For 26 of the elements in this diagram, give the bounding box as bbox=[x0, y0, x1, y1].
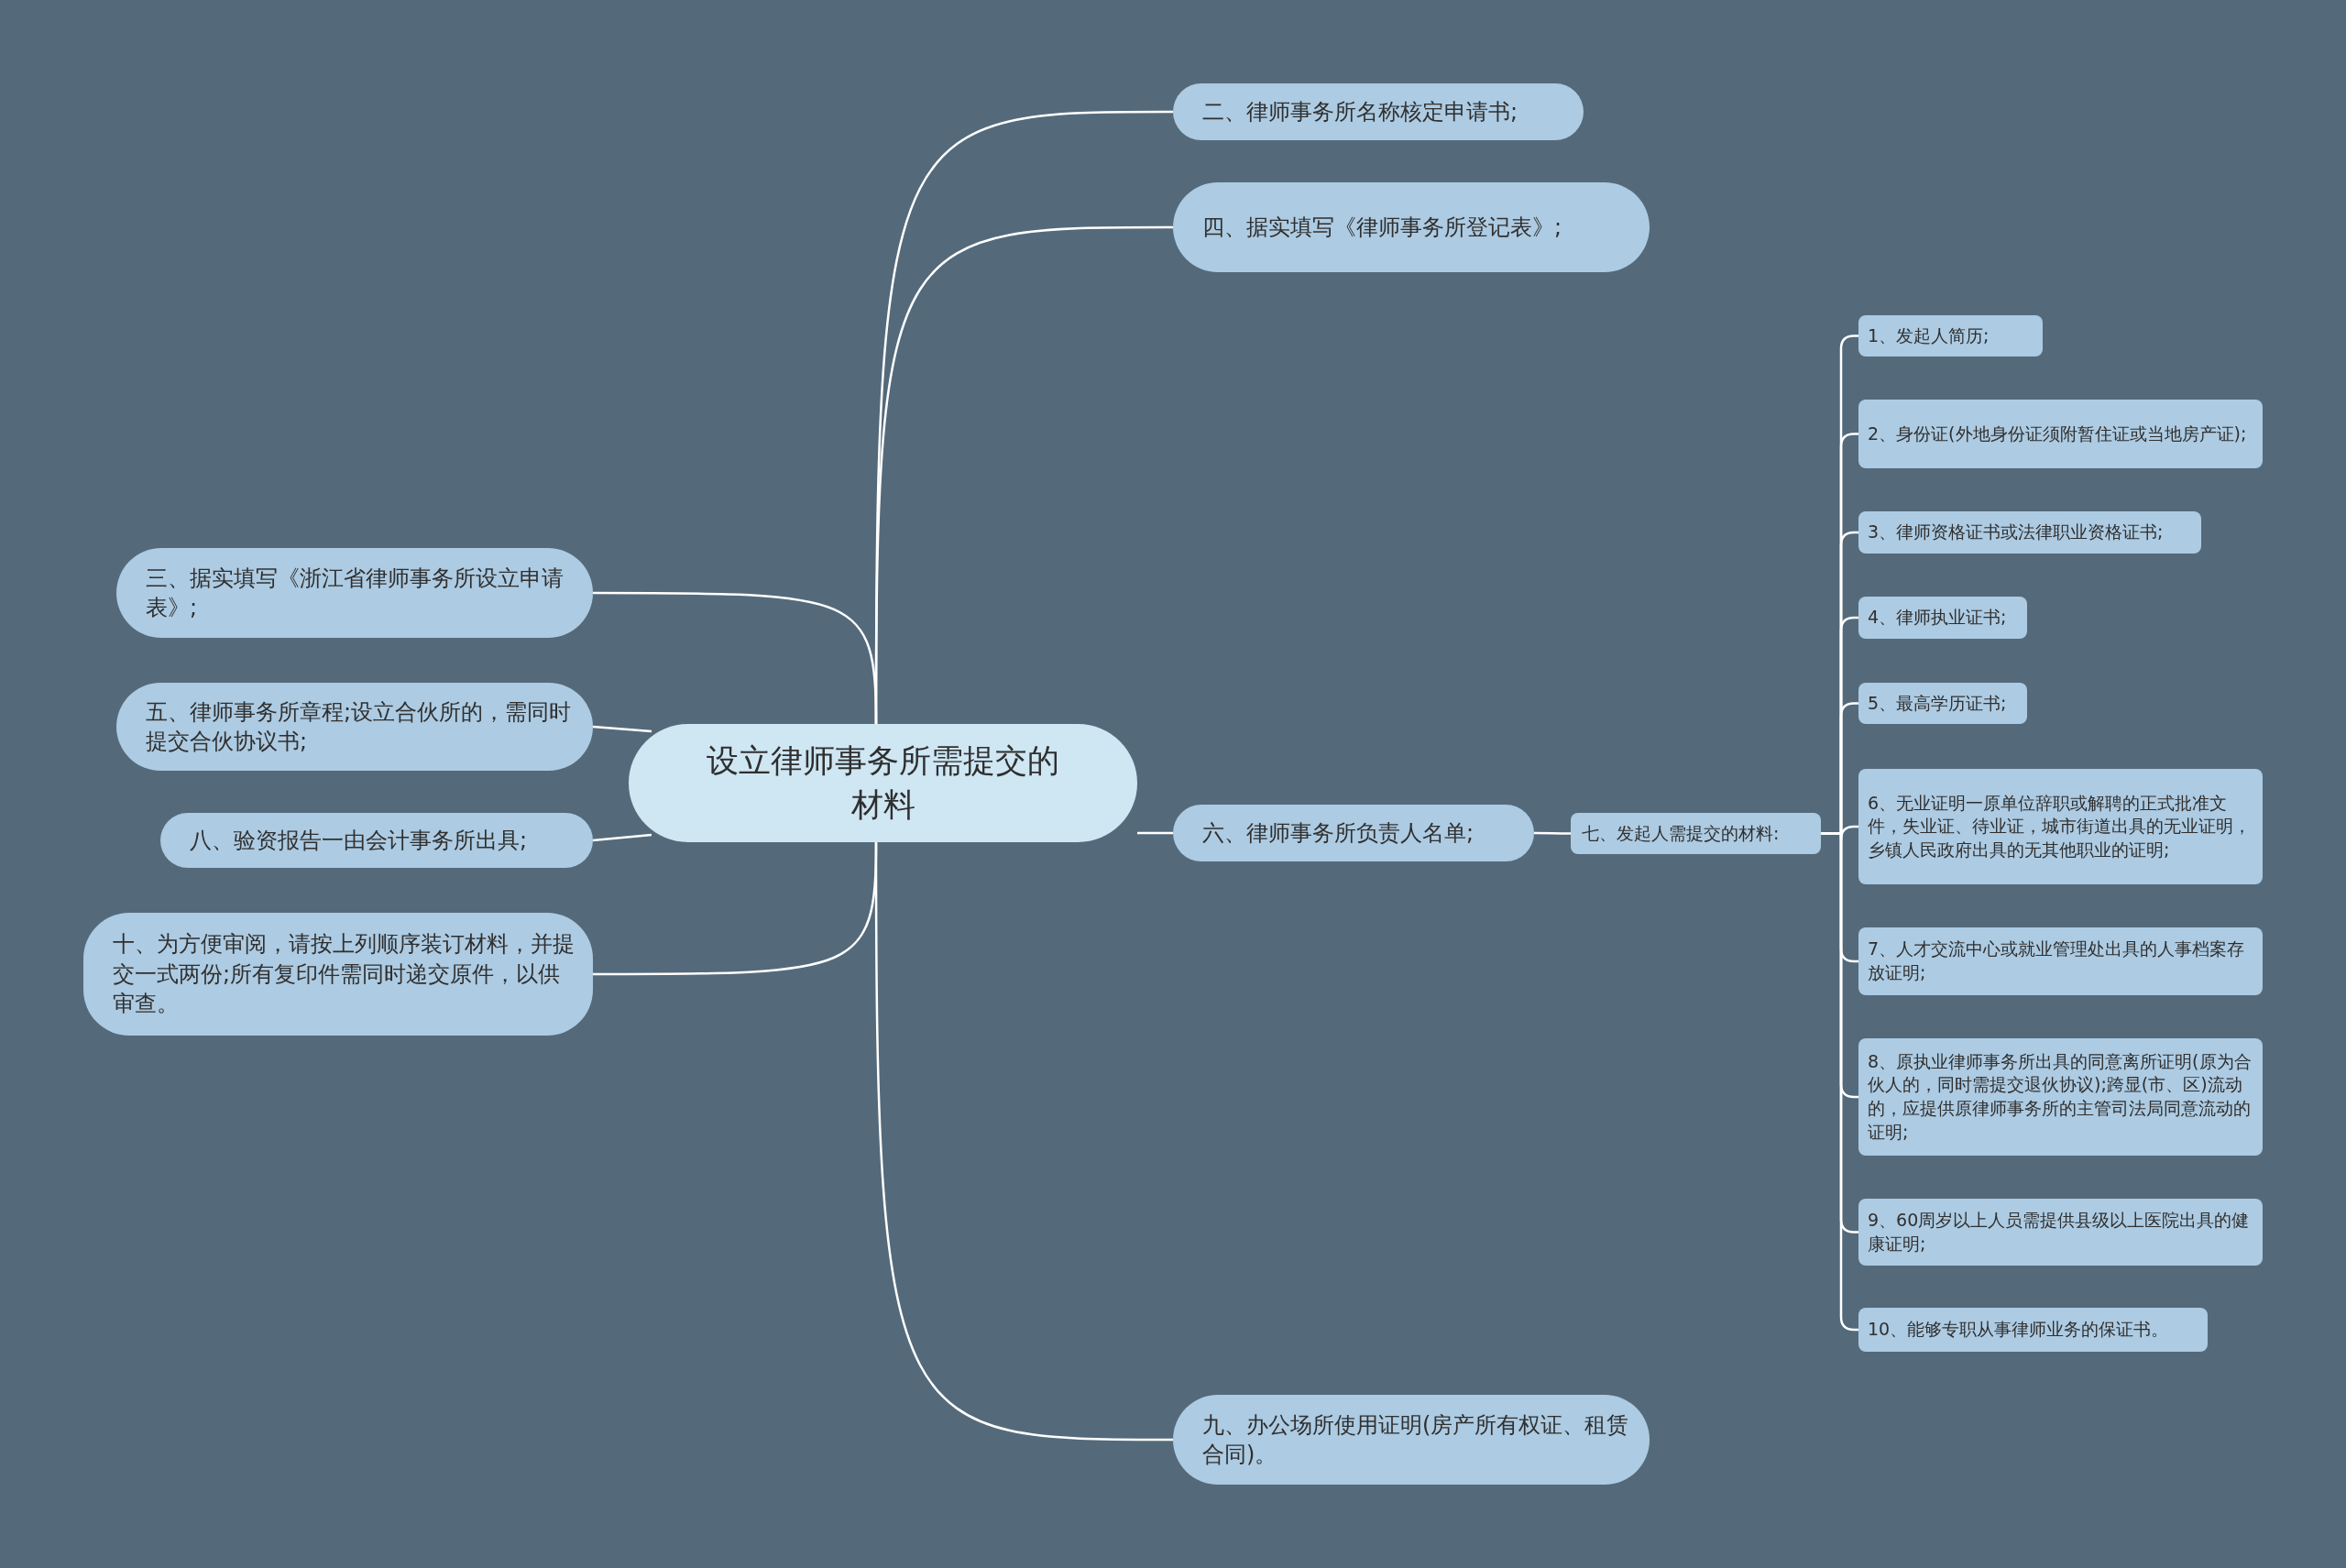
topic-box: 二、律师事务所名称核定申请书; bbox=[1173, 83, 1584, 140]
topic-box: 三、据实填写《浙江省律师事务所设立申请表》; bbox=[116, 548, 593, 638]
item-box: 10、能够专职从事律师业务的保证书。 bbox=[1858, 1308, 2208, 1352]
connector bbox=[592, 833, 652, 842]
topic-box: 五、律师事务所章程;设立合伙所的，需同时提交合伙协议书; bbox=[116, 683, 593, 771]
connector bbox=[592, 725, 652, 733]
topic-box: 九、办公场所使用证明(房产所有权证、租赁合同)。 bbox=[1173, 1395, 1650, 1485]
item-box: 6、无业证明一原单位辞职或解聘的正式批准文件，失业证、待业证，城市街道出具的无业证明，乡镇人民政府出具的无其他职业的证明; bbox=[1858, 769, 2263, 884]
item-box: 4、律师执业证书; bbox=[1858, 597, 2027, 639]
item-box: 1、发起人简历; bbox=[1858, 315, 2043, 356]
topic-box: 八、验资报告一由会计事务所出具; bbox=[160, 813, 593, 868]
topic-box: 十、为方便审阅，请按上列顺序装订材料，并提交一式两份;所有复印件需同时递交原件，以供审查。 bbox=[83, 913, 593, 1036]
connector bbox=[874, 842, 1173, 1442]
item-box: 3、律师资格证书或法律职业资格证书; bbox=[1858, 511, 2201, 554]
connector bbox=[593, 591, 878, 725]
topic-box: 六、律师事务所负责人名单; bbox=[1173, 805, 1534, 861]
connector bbox=[1534, 831, 1571, 835]
item-box: 9、60周岁以上人员需提供县级以上医院出具的健康证明; bbox=[1858, 1199, 2263, 1266]
connector bbox=[1137, 831, 1173, 835]
item-box: 5、最高学历证书; bbox=[1858, 683, 2027, 724]
central-topic: 设立律师事务所需提交的材料 bbox=[629, 724, 1137, 842]
item-box: 7、人才交流中心或就业管理处出具的人事档案存放证明; bbox=[1858, 927, 2263, 995]
item-box: 2、身份证(外地身份证须附暂住证或当地房产证); bbox=[1858, 400, 2263, 468]
topic-box: 四、据实填写《律师事务所登记表》; bbox=[1173, 182, 1650, 272]
item-box: 8、原执业律师事务所出具的同意离所证明(原为合伙人的，同时需提交退伙协议);跨显(市、区)流动的，应提供原律师事务所的主管司法局同意流动的证明; bbox=[1858, 1038, 2263, 1156]
subtopic-box: 七、发起人需提交的材料: bbox=[1571, 813, 1821, 854]
